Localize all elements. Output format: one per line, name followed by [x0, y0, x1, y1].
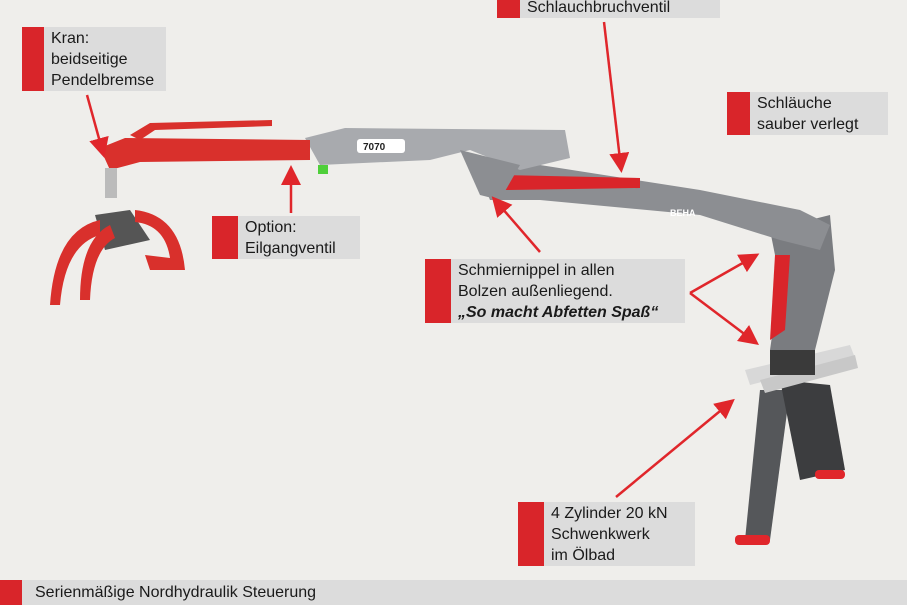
- model-badge: 7070: [363, 142, 386, 153]
- crane-boom: 7070: [305, 128, 570, 200]
- arrow-schmiernippel-upper: [689, 253, 760, 295]
- arrow-schmiernippel-lower: [689, 292, 759, 346]
- label-text: 4 Zylinder 20 kN: [551, 505, 668, 522]
- crane-extension: [50, 120, 310, 305]
- label-text: Kran:: [51, 30, 90, 47]
- arrow-zylinder: [615, 398, 735, 498]
- footer-bar: Serienmäßige Nordhydraulik Steuerung: [0, 580, 907, 605]
- label-schlauchbruchventil: Schlauchbruchventil: [497, 0, 720, 18]
- arrow-schmiernippel: [491, 196, 541, 253]
- footer-accent: [0, 580, 22, 605]
- label-zylinder: 4 Zylinder 20 kN Schwenkwerk im Ölbad: [518, 502, 695, 566]
- arrow-schlauchbruch: [602, 21, 630, 173]
- label-option: Option: Eilgangventil: [212, 216, 360, 259]
- label-text: Schwenkwerk: [551, 526, 650, 543]
- label-text: Option:: [245, 219, 297, 236]
- label-text: im Ölbad: [551, 547, 616, 564]
- crane-arm: BEHA: [480, 165, 830, 250]
- label-kran: Kran: beidseitige Pendelbremse: [22, 27, 166, 91]
- footer-text: Serienmäßige Nordhydraulik Steuerung: [35, 583, 317, 601]
- label-text: Schmiernippel in allen: [458, 262, 615, 279]
- label-text: „So macht Abfetten Spaß“: [458, 304, 659, 321]
- label-text: Schläuche: [757, 95, 832, 112]
- label-text: Schlauchbruchventil: [527, 0, 671, 16]
- brand-logo: BEHA: [670, 208, 696, 218]
- label-text: Pendelbremse: [51, 72, 155, 89]
- label-text: Eilgangventil: [245, 240, 336, 257]
- label-schmiernippel: Schmiernippel in allen Bolzen außenliege…: [425, 259, 685, 323]
- label-schlaeuche: Schläuche sauber verlegt: [727, 92, 888, 135]
- label-text: Bolzen außenliegend.: [458, 283, 613, 300]
- crane-base: [735, 345, 858, 545]
- label-text: beidseitige: [51, 51, 128, 68]
- label-text: sauber verlegt: [757, 116, 859, 133]
- arrow-kran: [85, 94, 109, 158]
